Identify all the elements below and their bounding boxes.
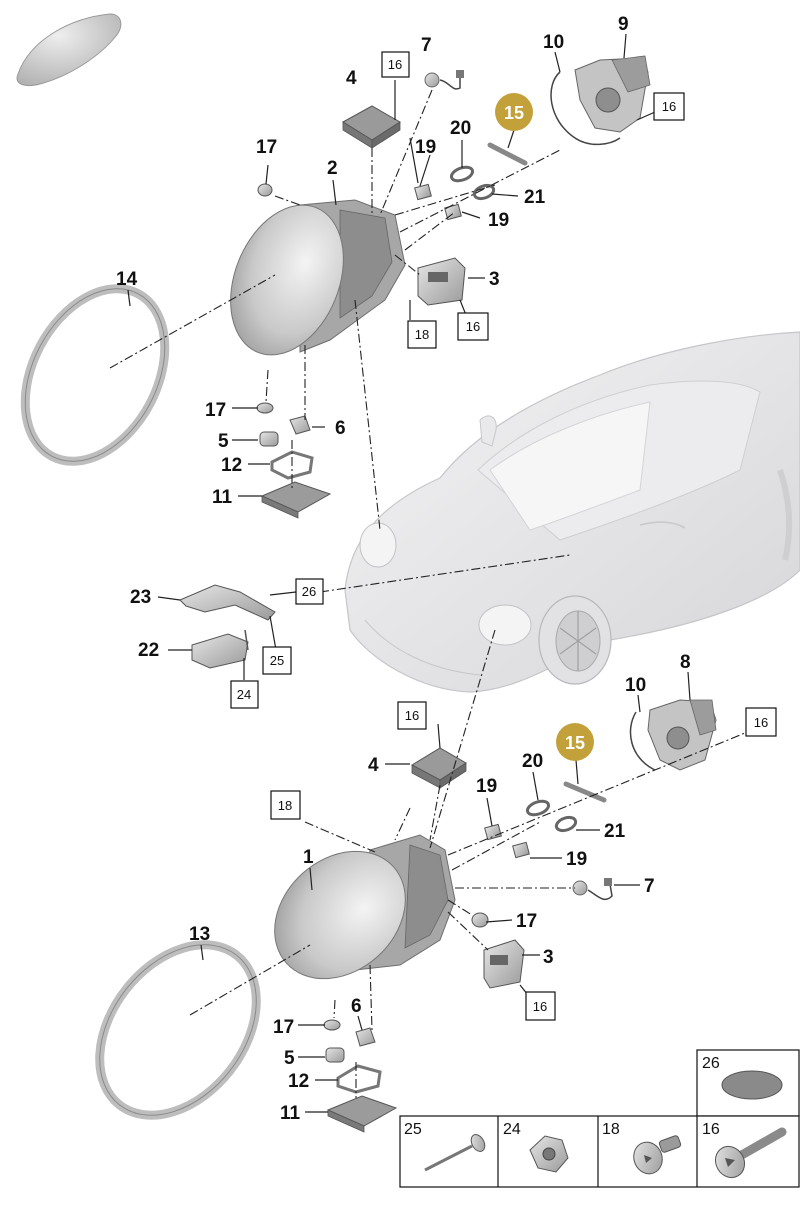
- legend-label-25: 25: [404, 1121, 422, 1138]
- callout-10-bot: 10: [625, 675, 646, 696]
- callout-9: 9: [618, 14, 629, 35]
- callout-19-a: 19: [415, 137, 436, 158]
- box-16-e: 16: [754, 715, 768, 730]
- callout-1: 1: [303, 847, 314, 868]
- legend-table: 26 25 24 18 16: [399, 1049, 800, 1188]
- bulb-socket-top: [424, 70, 464, 90]
- box-16-a: 16: [388, 57, 402, 72]
- callout-20-bot: 20: [522, 751, 543, 772]
- cover-11-bot: [326, 1095, 398, 1133]
- bulb-5-6-top: [259, 415, 311, 447]
- callout-21-bot: 21: [604, 821, 626, 842]
- callout-13: 13: [189, 924, 210, 945]
- callout-17-b: 17: [205, 400, 226, 421]
- legend-pad-26: [721, 1070, 783, 1100]
- box-16-d: 16: [405, 708, 419, 723]
- cap-17-bot-left: [323, 1019, 341, 1031]
- callout-20-top: 20: [450, 118, 471, 139]
- legend-label-26: 26: [702, 1055, 720, 1072]
- car-illustration: [344, 331, 800, 693]
- callout-6-bot: 6: [351, 996, 362, 1017]
- badge-15-top-label: 15: [504, 103, 524, 123]
- small-parts-bot: [484, 799, 578, 859]
- badge-15-bot: 15: [556, 723, 594, 761]
- callout-numbers: 1 2 3 3 4 4 5 5 6 6 7 7 8 9 10 10 11 11 …: [116, 14, 691, 1124]
- callout-19-c: 19: [476, 776, 497, 797]
- box-16-b: 16: [662, 99, 676, 114]
- callout-7-bot: 7: [644, 876, 655, 897]
- cap-17-bot-right: [471, 912, 489, 928]
- module-22: [191, 629, 249, 669]
- bulb-socket-bot: [572, 878, 613, 901]
- callout-17-c: 17: [516, 911, 537, 932]
- car-thumbnail: [16, 13, 122, 87]
- box-16-f: 16: [533, 999, 547, 1014]
- control-module-bot: [410, 747, 467, 789]
- callout-14: 14: [116, 269, 138, 290]
- callout-19-b: 19: [488, 210, 509, 231]
- badge-15-top: 15: [495, 93, 533, 131]
- cover-11-top: [260, 481, 332, 519]
- callout-3-bot: 3: [543, 947, 554, 968]
- legend-rivet-25: [424, 1134, 486, 1172]
- callout-12-bot: 12: [288, 1071, 309, 1092]
- callout-5-bot: 5: [284, 1048, 295, 1069]
- legend-label-24: 24: [503, 1121, 521, 1138]
- led-module-top: [417, 257, 466, 306]
- callout-10-top: 10: [543, 32, 564, 53]
- callout-21-top: 21: [524, 187, 546, 208]
- callout-4-top: 4: [346, 68, 357, 89]
- badge-15-bot-label: 15: [565, 733, 585, 753]
- callout-3-top: 3: [489, 269, 500, 290]
- small-parts-top: [414, 165, 496, 221]
- callout-17-a: 17: [256, 137, 277, 158]
- callout-4-bot: 4: [368, 755, 379, 776]
- callout-2: 2: [327, 158, 338, 179]
- boxed-callouts: [230, 51, 777, 1021]
- control-module-top: [342, 105, 401, 149]
- callout-23: 23: [130, 587, 151, 608]
- headlight-ring-top: [20, 284, 170, 466]
- boxed-callout-labels: 16 16 16 18 26 25 24 16 16 18 16: [237, 57, 768, 1014]
- headlight-unit-bot: [274, 834, 456, 980]
- callout-7-top: 7: [421, 35, 432, 56]
- legend-screw-16: [714, 1127, 787, 1179]
- callout-11-bot: 11: [280, 1103, 301, 1124]
- legend-label-18: 18: [602, 1121, 620, 1138]
- box-18-bot: 18: [278, 798, 292, 813]
- cap-17-lower-top: [256, 402, 274, 414]
- legend-label-16: 16: [702, 1121, 720, 1138]
- gasket-12-bot: [336, 1064, 382, 1094]
- callout-12-top: 12: [221, 455, 242, 476]
- legend-nut-24: [529, 1135, 569, 1173]
- callout-22: 22: [138, 640, 159, 661]
- led-module-bot: [483, 939, 525, 989]
- headlight-unit-top: [230, 199, 406, 356]
- box-25: 25: [270, 653, 284, 668]
- seal-strip-top: [487, 142, 528, 166]
- box-26: 26: [302, 584, 316, 599]
- callout-11-top: 11: [212, 487, 233, 508]
- cap-17-top: [257, 183, 273, 197]
- box-16-c: 16: [466, 319, 480, 334]
- bulb-5-6-bot: [325, 1027, 376, 1063]
- ventilation-module-top: [550, 55, 651, 146]
- callout-17-d: 17: [273, 1017, 294, 1038]
- leader-lines: [109, 33, 746, 1113]
- seal-strip-bot: [563, 781, 607, 803]
- box-18-top: 18: [415, 327, 429, 342]
- bracket-23: [179, 584, 276, 621]
- headlight-ring-bot: [95, 940, 261, 1120]
- callout-19-d: 19: [566, 849, 587, 870]
- box-24: 24: [237, 687, 251, 702]
- callout-5-top: 5: [218, 431, 229, 452]
- callout-6-top: 6: [335, 418, 346, 439]
- ventilation-module-bot: [629, 699, 717, 771]
- legend-bolt-18: [633, 1135, 682, 1175]
- callout-8: 8: [680, 652, 691, 673]
